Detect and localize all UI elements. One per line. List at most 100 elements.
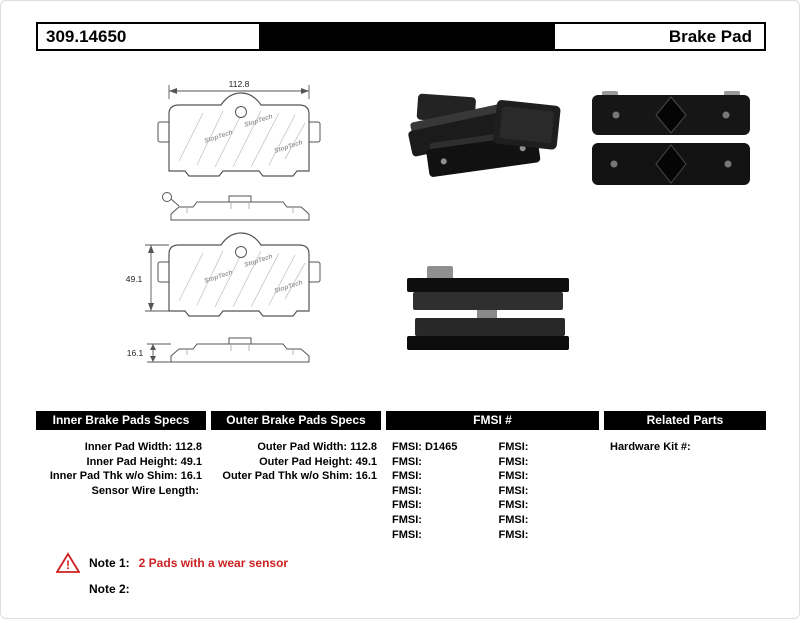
fmsi-column: FMSI # FMSI:D1465 FMSI: FMSI: FMSI: FMSI… (386, 411, 599, 542)
fmsi-label: FMSI: (392, 455, 422, 468)
spec-value: 16.1 (355, 470, 377, 483)
dim-arrow (150, 344, 156, 350)
fmsi-rows: FMSI:D1465 FMSI: FMSI: FMSI: FMSI: FMSI:… (386, 440, 599, 542)
pad-side-view-1 (170, 195, 310, 221)
photo-pads-angled (408, 93, 561, 177)
shim-cutout (655, 96, 687, 134)
fmsi-label: FMSI: (392, 513, 422, 526)
fmsi-value: D1465 (424, 441, 458, 453)
rivet (612, 111, 620, 119)
spec-label: Outer Pad Thk w/o Shim: (222, 470, 353, 483)
fmsi-row: FMSI: (499, 440, 600, 455)
fmsi-label: FMSI: (392, 484, 422, 497)
fmsi-label: FMSI: (498, 470, 529, 483)
wear-sensor-loop (162, 192, 172, 202)
notes-section: ! Note 1: 2 Pads with a wear sensor Note… (56, 552, 288, 604)
fmsi-row: FMSI: (499, 455, 600, 470)
dimension-height: 49.1 (126, 244, 169, 312)
related-parts-rows: Hardware Kit #: (604, 440, 766, 455)
spec-label: Outer Pad Width: (257, 441, 348, 453)
fmsi-row: FMSI: (499, 528, 600, 543)
dim-arrow (148, 303, 154, 311)
dim-arrow (301, 88, 309, 94)
fmsi-row: FMSI:D1465 (392, 440, 493, 455)
dim-width-label: 112.8 (229, 79, 250, 89)
wear-sensor-wire (170, 198, 180, 207)
spec-label: Inner Pad Width: (84, 441, 173, 453)
spec-row: Outer Pad Height:49.1 (211, 455, 381, 470)
pad-front-view-1 (157, 92, 321, 177)
fmsi-label: FMSI: (392, 499, 422, 512)
warning-icon: ! (56, 552, 80, 573)
note-text: 2 Pads with a wear sensor (138, 555, 289, 570)
fmsi-label: FMSI: (498, 455, 529, 468)
inner-specs-column: Inner Brake Pads Specs Inner Pad Width:1… (36, 411, 206, 542)
fmsi-row: FMSI: (499, 469, 600, 484)
spec-label: Inner Pad Height: (86, 455, 178, 468)
dim-height-label: 49.1 (126, 274, 143, 284)
header-bar: 309.14650 Brake Pad (36, 22, 766, 51)
outer-specs-rows: Outer Pad Width:112.8 Outer Pad Height:4… (211, 440, 381, 484)
note-2: Note 2: (89, 578, 288, 599)
spec-row: Outer Pad Thk w/o Shim:16.1 (211, 469, 381, 484)
fmsi-row: FMSI: (392, 528, 493, 543)
spec-row: Inner Pad Thk w/o Shim:16.1 (36, 469, 206, 484)
dimension-thickness: 16.1 (127, 343, 171, 363)
inner-specs-rows: Inner Pad Width:112.8 Inner Pad Height:4… (36, 440, 206, 498)
fmsi-subcolumn-2: FMSI: FMSI: FMSI: FMSI: FMSI: FMSI: FMSI… (493, 440, 600, 542)
diagram-canvas: 112.8 StopTech StopTech StopTech StopTec… (126, 79, 750, 363)
brake-pad-photo (493, 100, 561, 150)
dim-arrow (150, 356, 156, 362)
backing-plate (407, 336, 569, 350)
rivet (610, 160, 618, 168)
pad-side-view-2 (170, 337, 310, 363)
rivet (722, 111, 730, 119)
fmsi-row: FMSI: (392, 498, 493, 513)
fmsi-label: FMSI: (498, 441, 529, 453)
outer-specs-column: Outer Brake Pads Specs Outer Pad Width:1… (211, 411, 381, 542)
backing-plate (407, 278, 569, 292)
photo-pads-profile (407, 266, 569, 350)
sensor-clip (427, 266, 453, 280)
spec-label: Sensor Wire Length: (91, 484, 199, 497)
dim-arrow (148, 245, 154, 253)
fmsi-label: FMSI: (498, 513, 529, 526)
page-title: Brake Pad (668, 26, 752, 46)
fmsi-label: FMSI: (498, 528, 529, 541)
fmsi-header: FMSI # (386, 411, 599, 430)
spec-value: 112.8 (175, 441, 202, 453)
related-parts-header: Related Parts (604, 411, 766, 430)
inner-specs-header: Inner Brake Pads Specs (36, 411, 206, 430)
spec-row: Inner Pad Height:49.1 (36, 455, 206, 470)
spec-table: Inner Brake Pads Specs Inner Pad Width:1… (36, 411, 766, 542)
fmsi-label: FMSI: (498, 499, 529, 512)
fmsi-subcolumn-1: FMSI:D1465 FMSI: FMSI: FMSI: FMSI: FMSI:… (386, 440, 493, 542)
fmsi-label: FMSI: (392, 441, 422, 453)
fmsi-row: FMSI: (392, 484, 493, 499)
friction-material (413, 292, 563, 310)
spec-label: Outer Pad Height: (259, 455, 353, 468)
outer-specs-header: Outer Brake Pads Specs (211, 411, 381, 430)
dim-arrow (169, 88, 177, 94)
svg-text:!: ! (66, 558, 70, 572)
note-1: ! Note 1: 2 Pads with a wear sensor (56, 552, 288, 573)
product-type-box: Brake Pad (555, 24, 764, 49)
spec-row: Outer Pad Width:112.8 (211, 440, 381, 455)
part-number-box: 309.14650 (38, 24, 259, 49)
spec-row: Inner Pad Width:112.8 (36, 440, 206, 455)
fmsi-row: FMSI: (392, 469, 493, 484)
spec-value: 16.1 (180, 470, 202, 483)
spec-label: Inner Pad Thk w/o Shim: (49, 470, 178, 483)
dim-thickness-label: 16.1 (127, 348, 144, 358)
note-label: Note 2: (89, 581, 130, 596)
spring-clip (477, 310, 497, 318)
fmsi-row: FMSI: (392, 455, 493, 470)
fmsi-label: FMSI: (392, 528, 422, 541)
spec-row: Sensor Wire Length: (36, 484, 206, 499)
spec-label: Hardware Kit #: (610, 441, 691, 453)
fmsi-row: FMSI: (499, 513, 600, 528)
note-label: Note 1: (89, 555, 130, 570)
shim-cutout (655, 144, 687, 184)
fmsi-row: FMSI: (392, 513, 493, 528)
